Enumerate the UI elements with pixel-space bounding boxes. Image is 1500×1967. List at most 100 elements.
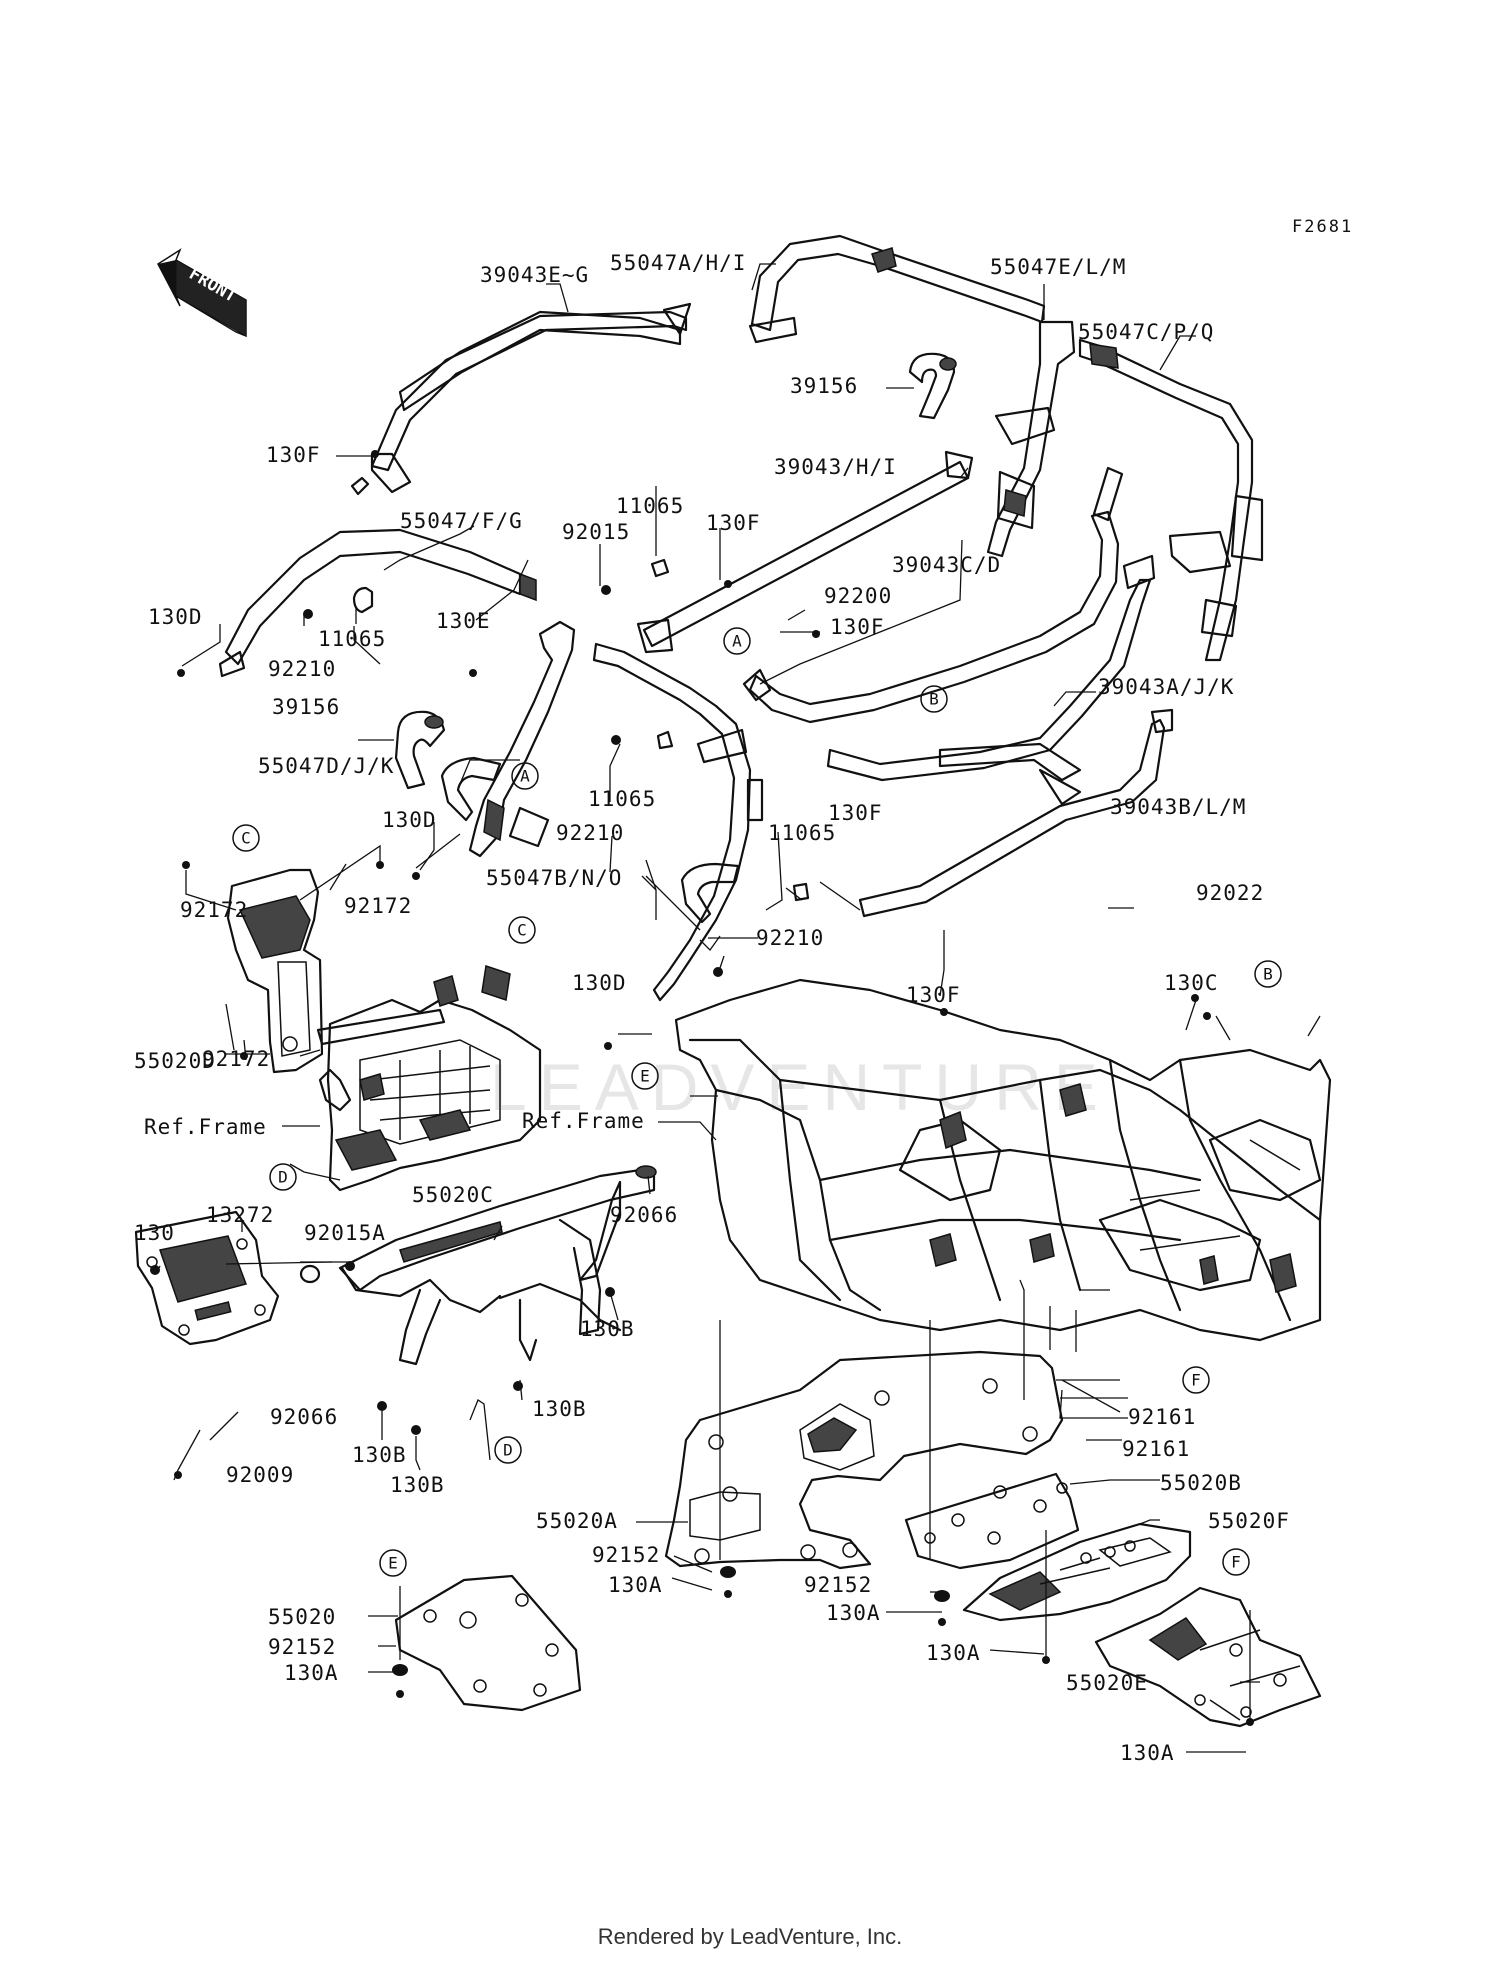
callout-circle <box>723 627 751 655</box>
part-label: 39043A/J/K <box>1098 675 1234 699</box>
ref-frame-main <box>674 978 1332 1342</box>
part-label: 55020E <box>1066 1671 1148 1695</box>
roll-bar-55047D <box>440 620 576 858</box>
part-label: 92152 <box>804 1573 872 1597</box>
part-label: 55047D/J/K <box>258 754 394 778</box>
callout-c-1: C <box>232 824 260 852</box>
callout-letter: E <box>388 1554 398 1573</box>
callout-circle <box>631 1062 659 1090</box>
part-label: 130F <box>828 801 883 825</box>
skid-55020E <box>1094 1586 1322 1728</box>
bar-39043A <box>826 554 1156 782</box>
ref-frame-label: Ref.Frame <box>522 1109 645 1133</box>
part-label: 130B <box>532 1397 587 1421</box>
callout-f-1: F <box>1182 1366 1210 1394</box>
part-label: 130A <box>926 1641 981 1665</box>
part-label: 92152 <box>268 1635 336 1659</box>
part-label: 55020F <box>1208 1509 1290 1533</box>
part-label: 55020A <box>536 1509 618 1533</box>
callout-letter: A <box>520 767 530 786</box>
callout-circle <box>1182 1366 1210 1394</box>
part-label: 130F <box>706 511 761 535</box>
part-label: 55047B/N/O <box>486 866 622 890</box>
guard-55020D <box>226 868 324 1074</box>
callout-circle <box>232 824 260 852</box>
part-label: 92172 <box>202 1047 270 1071</box>
part-label: 92066 <box>270 1405 338 1429</box>
callout-circle <box>511 762 539 790</box>
part-label: 11065 <box>588 787 656 811</box>
callout-d-1: D <box>269 1163 297 1191</box>
callout-circle <box>508 916 536 944</box>
callout-d-2: D <box>494 1436 522 1464</box>
part-label: 92200 <box>824 584 892 608</box>
part-label: 55020C <box>412 1183 494 1207</box>
callout-letter: F <box>1231 1553 1241 1572</box>
part-label: 92066 <box>610 1203 678 1227</box>
roll-bar-55047B <box>592 642 764 1002</box>
callout-letter: B <box>1263 965 1273 984</box>
part-label: 130B <box>352 1443 407 1467</box>
callouts: A A B B C C D D E E F F <box>232 627 1282 1577</box>
callout-circle <box>379 1549 407 1577</box>
part-label: 130F <box>266 443 321 467</box>
cover-13272 <box>134 1210 280 1346</box>
callout-a-1: A <box>723 627 751 655</box>
part-label: 130 <box>134 1221 175 1245</box>
part-label: 55047C/P/Q <box>1078 320 1214 344</box>
part-label: 130F <box>906 983 961 1007</box>
part-label: 11065 <box>616 494 684 518</box>
roll-bar-55047E <box>986 320 1076 558</box>
callout-b-2: B <box>1254 960 1282 988</box>
part-label: 130A <box>826 1601 881 1625</box>
part-label: 92172 <box>180 898 248 922</box>
part-label: 39043C/D <box>892 553 1001 577</box>
part-label: 39156 <box>790 374 858 398</box>
bumper-55020C <box>299 1165 657 1366</box>
part-label: 92172 <box>344 894 412 918</box>
part-label: 130D <box>382 808 437 832</box>
skid-55020F <box>962 1522 1192 1622</box>
part-label: 92161 <box>1128 1405 1196 1429</box>
part-label: 130B <box>390 1473 445 1497</box>
part-label: 55020D <box>134 1049 216 1073</box>
part-label: 130D <box>572 971 627 995</box>
part-label: 130E <box>436 609 491 633</box>
part-label: 11065 <box>768 821 836 845</box>
footer-credit: Rendered by LeadVenture, Inc. <box>597 1924 903 1949</box>
part-label: 39043/H/I <box>774 455 897 479</box>
skid-55020B <box>904 1472 1080 1570</box>
callout-a-2: A <box>511 762 539 790</box>
hose-39156-lower <box>394 710 446 790</box>
bar-39043E-G <box>370 302 692 472</box>
callout-letter: A <box>732 632 742 651</box>
part-label: 92015 <box>562 520 630 544</box>
part-label: 130F <box>830 615 885 639</box>
part-label: 130A <box>608 1573 663 1597</box>
part-label: 55020 <box>268 1605 336 1629</box>
callout-e-1: E <box>631 1062 659 1090</box>
callout-c-2: C <box>508 916 536 944</box>
callout-circle <box>1254 960 1282 988</box>
roll-bar-55047 <box>218 310 682 678</box>
part-label: 55047A/H/I <box>610 251 746 275</box>
part-label: 92009 <box>226 1463 294 1487</box>
part-label: 130D <box>148 605 203 629</box>
part-label: 92210 <box>556 821 624 845</box>
callout-b-1: B <box>920 685 948 713</box>
leader-lines <box>157 263 1321 1753</box>
callout-circle <box>269 1163 297 1191</box>
callout-letter: F <box>1191 1371 1201 1390</box>
hose-39156-upper <box>908 352 957 420</box>
part-label: 55047/F/G <box>400 509 523 533</box>
part-label: 92152 <box>592 1543 660 1567</box>
front-arrow-icon: FRONT <box>157 248 247 338</box>
ref-frame-front <box>316 965 542 1192</box>
skid-55020 <box>394 1574 582 1712</box>
fasteners <box>150 450 1254 1726</box>
callout-letter: C <box>517 921 527 940</box>
part-label: 130A <box>1120 1741 1175 1765</box>
callout-e-2: E <box>379 1549 407 1577</box>
roll-bar-55047C <box>1078 338 1264 662</box>
